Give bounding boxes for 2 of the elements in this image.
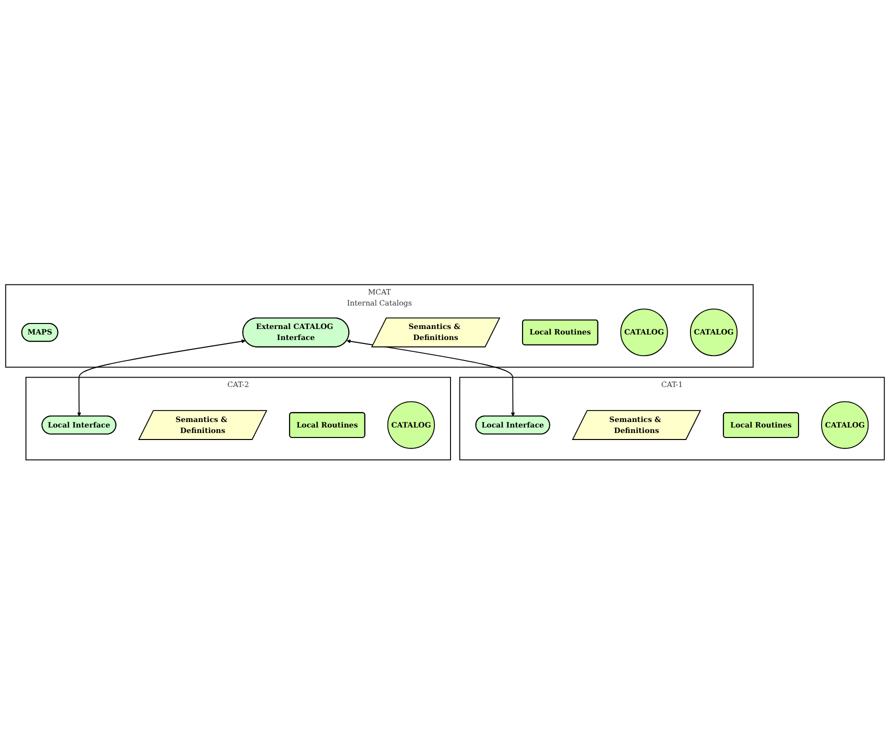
arrow <box>77 339 246 416</box>
arrow <box>346 339 515 416</box>
